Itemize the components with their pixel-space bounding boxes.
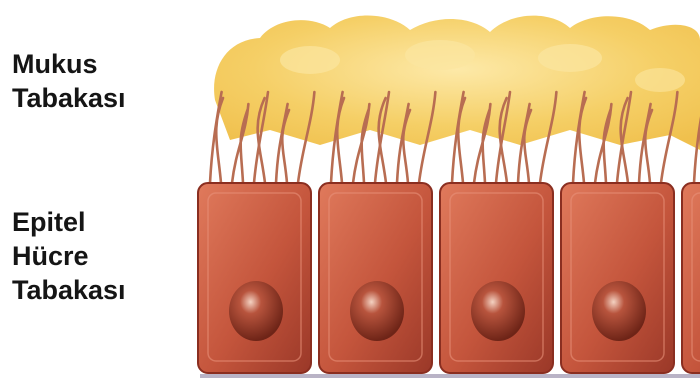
mucus-label-line-2: Tabakası [12,81,126,115]
epithelial-cell [198,183,311,373]
epithelial-cell [440,183,553,373]
cell-nucleus [350,281,404,341]
basement-membrane [200,374,700,378]
epithelial-cell [561,183,674,373]
epithelial-cell [319,183,432,373]
mucus-layer-label: Mukus Tabakası [12,47,126,115]
cell-nucleus [592,281,646,341]
cell-nucleus [229,281,283,341]
epithelial-cell [682,183,700,373]
epithelium-label-line-2: Hücre [12,239,126,273]
epithelium-label-line-3: Tabakası [12,273,126,307]
mucus-label-line-1: Mukus [12,47,126,81]
epithelial-cells [198,183,700,373]
epithelium-label-line-1: Epitel [12,205,126,239]
epithelial-layer-label: Epitel Hücre Tabakası [12,205,126,307]
cell-nucleus [471,281,525,341]
ciliated-epithelium-illustration [190,0,700,388]
